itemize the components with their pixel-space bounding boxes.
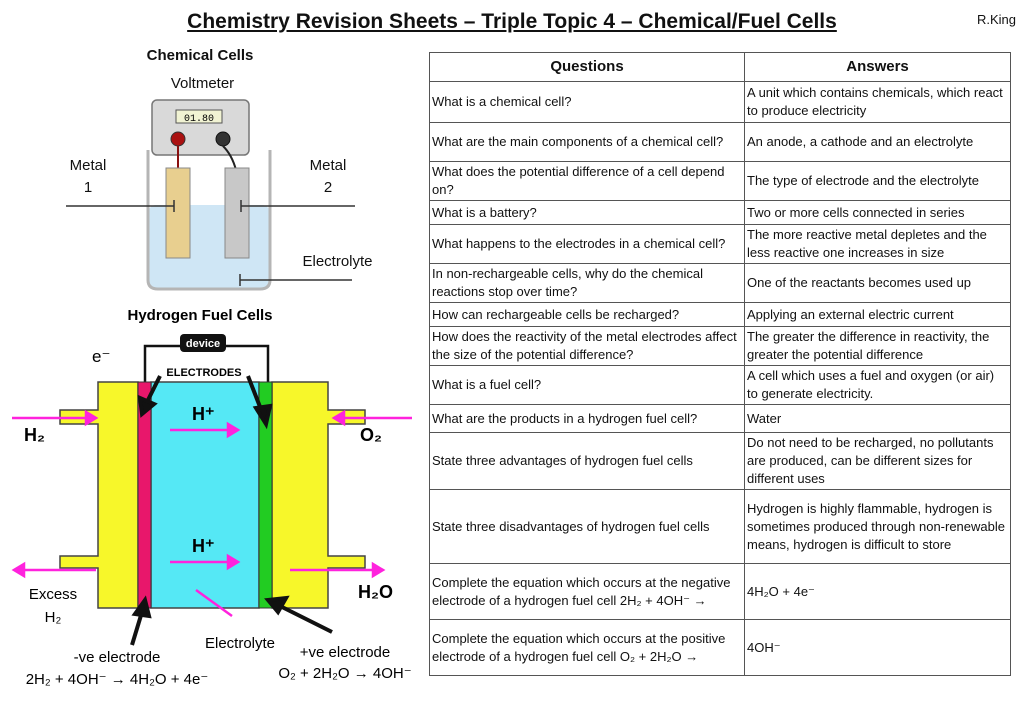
voltmeter-display (175, 109, 223, 124)
pointer-arrows (130, 375, 333, 646)
question-cell: How can rechargeable cells be recharged? (429, 302, 745, 327)
author-name: R.King (976, 12, 1016, 27)
answer-cell: Do not need to be recharged, no pollutan… (744, 432, 1011, 490)
anode (137, 381, 152, 609)
flow-arrows (11, 409, 412, 618)
question-cell: In non-rechargeable cells, why do the ch… (429, 263, 745, 303)
electrolyte-region (150, 381, 260, 609)
table-row: What are the main components of a chemic… (429, 122, 1011, 162)
answer-cell: An anode, a cathode and an electrolyte (744, 122, 1011, 162)
answer-cell: 4H₂O + 4e⁻ (744, 563, 1011, 620)
table-row: What are the products in a hydrogen fuel… (429, 404, 1011, 433)
table-row: State three advantages of hydrogen fuel … (429, 432, 1011, 490)
cathode (258, 381, 273, 609)
answer-cell: The type of electrode and the electrolyt… (744, 161, 1011, 201)
beaker-outline (146, 150, 272, 291)
answer-cell: A unit which contains chemicals, which r… (744, 81, 1011, 123)
positive-electrode-equation: O₂ + 2H₂O → 4OH⁻ (278, 665, 411, 682)
table-row: What does the potential difference of a … (429, 161, 1011, 201)
question-cell: What are the products in a hydrogen fuel… (429, 404, 745, 433)
excess-h2-line1: Excess (29, 586, 77, 603)
metal1-electrode (165, 167, 191, 259)
metal2-label-line2: 2 (323, 179, 333, 196)
chemical-cell-svg: 01.80 (66, 99, 355, 291)
question-cell: What is a battery? (429, 200, 745, 225)
answer-cell: Hydrogen is highly flammable, hydrogen i… (744, 489, 1011, 564)
o2-inlet-label: O₂ (360, 425, 382, 445)
question-cell: Complete the equation which occurs at th… (429, 619, 745, 676)
electrodes-label: ELECTRODES (166, 367, 241, 379)
question-cell: State three disadvantages of hydrogen fu… (429, 489, 745, 564)
voltmeter-reading: 01.80 (184, 114, 214, 125)
question-cell: How does the reactivity of the metal ele… (429, 326, 745, 366)
table-row: Complete the equation which occurs at th… (429, 619, 1011, 676)
answer-cell: Water (744, 404, 1011, 433)
answer-cell: One of the reactants becomes used up (744, 263, 1011, 303)
fuel-cell-electrolyte-label: Electrolyte (205, 635, 275, 652)
question-cell: Complete the equation which occurs at th… (429, 563, 745, 620)
negative-electrode-equation: 2H₂ + 4OH⁻ → 4H₂O + 4e⁻ (26, 671, 209, 688)
table-row: What is a fuel cell?A cell which uses a … (429, 365, 1011, 405)
metal1-label-line1: Metal (69, 157, 107, 174)
right-chamber (271, 381, 366, 609)
chemical-cells-heading: Chemical Cells (146, 47, 254, 64)
h-plus-label-bottom: H⁺ (192, 536, 215, 556)
qa-table: Questions Answers What is a chemical cel… (429, 52, 1011, 676)
device-box (180, 334, 226, 352)
table-row: Complete the equation which occurs at th… (429, 563, 1011, 620)
fuel-cell-svg: Hydrogen Fuel Cells device ELECTRODES e⁻ (11, 307, 412, 688)
answer-cell: 4OH⁻ (744, 619, 1011, 676)
question-cell: What does the potential difference of a … (429, 161, 745, 201)
table-header-row: Questions Answers (429, 52, 1011, 82)
table-row: What is a chemical cell?A unit which con… (429, 81, 1011, 123)
h2o-outlet-label: H₂O (358, 582, 393, 602)
left-chamber (59, 381, 139, 609)
page-title: Chemistry Revision Sheets – Triple Topic… (187, 10, 837, 33)
answer-cell: The greater the difference in reactivity… (744, 326, 1011, 366)
positive-electrode-label: +ve electrode (300, 644, 390, 661)
fuel-cells-heading: Hydrogen Fuel Cells (127, 307, 272, 324)
table-row: State three disadvantages of hydrogen fu… (429, 489, 1011, 564)
electron-label: e⁻ (92, 347, 110, 366)
answers-header: Answers (744, 52, 1011, 82)
question-cell: State three advantages of hydrogen fuel … (429, 432, 745, 490)
answer-cell: A cell which uses a fuel and oxygen (or … (744, 365, 1011, 405)
metal2-label-line1: Metal (309, 157, 347, 174)
negative-electrode-label: -ve electrode (74, 649, 161, 666)
excess-h2-line2: H₂ (45, 609, 62, 626)
table-row: What happens to the electrodes in a chem… (429, 224, 1011, 264)
table-row: In non-rechargeable cells, why do the ch… (429, 263, 1011, 303)
answer-cell: The more reactive metal depletes and the… (744, 224, 1011, 264)
answer-cell: Applying an external electric current (744, 302, 1011, 327)
table-row: How does the reactivity of the metal ele… (429, 326, 1011, 366)
metal1-label-line2: 1 (83, 179, 93, 196)
h-plus-label-top: H⁺ (192, 404, 215, 424)
voltmeter-label: Voltmeter (170, 75, 235, 92)
questions-header: Questions (429, 52, 745, 82)
device-label: device (186, 338, 220, 350)
table-row: What is a battery?Two or more cells conn… (429, 200, 1011, 225)
question-cell: What is a chemical cell? (429, 81, 745, 123)
h2-inlet-label: H₂ (24, 425, 45, 445)
electrolyte-label: Electrolyte (302, 253, 373, 270)
question-cell: What is a fuel cell? (429, 365, 745, 405)
question-cell: What happens to the electrodes in a chem… (429, 224, 745, 264)
metal2-electrode (224, 167, 250, 259)
answer-cell: Two or more cells connected in series (744, 200, 1011, 225)
question-cell: What are the main components of a chemic… (429, 122, 745, 162)
table-row: How can rechargeable cells be recharged?… (429, 302, 1011, 327)
